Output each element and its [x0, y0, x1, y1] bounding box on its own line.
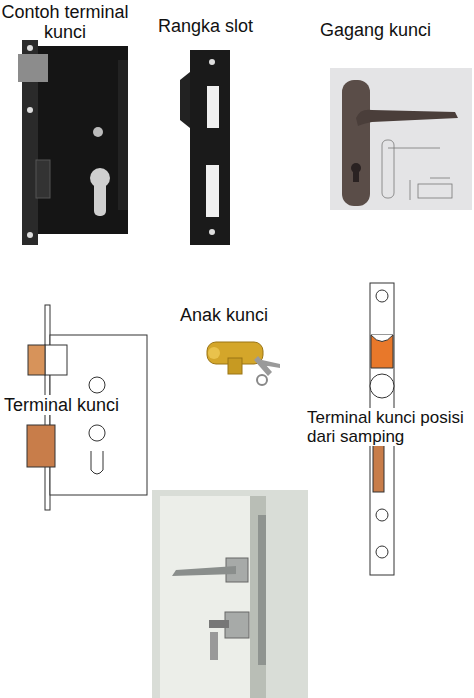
part-name: Anak kunci	[180, 305, 268, 325]
lock-body-photo	[18, 40, 128, 245]
part-name: Gagang kunci	[320, 20, 431, 40]
part-name: Rangka slot	[158, 16, 253, 36]
part-name: Contoh terminal kunci	[0, 2, 130, 42]
installed-door-photo	[152, 490, 308, 698]
part-name: Terminal kunci posisi dari samping	[305, 408, 473, 446]
handle-photo	[330, 68, 472, 210]
part-name: Terminal kunci	[2, 395, 121, 415]
key-cylinder-photo	[207, 342, 280, 385]
strike-plate-photo	[180, 50, 230, 245]
